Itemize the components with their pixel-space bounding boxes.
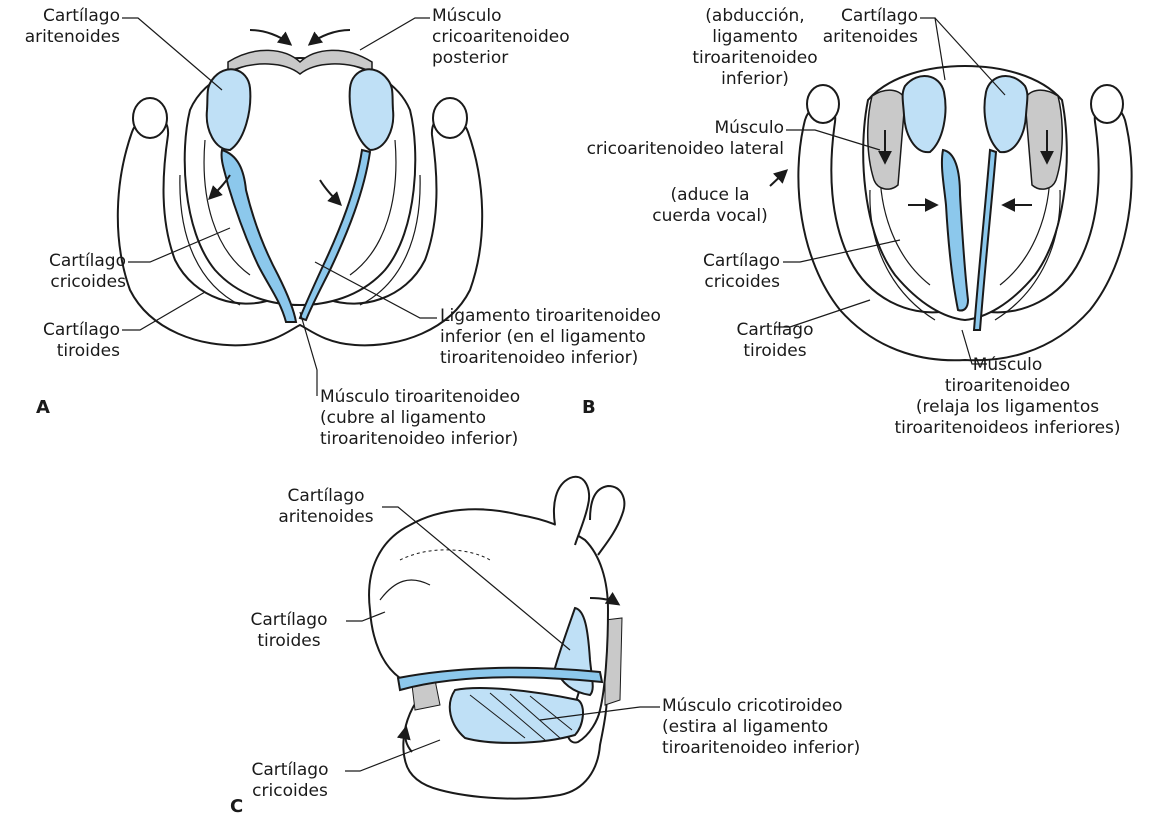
panel-b-letter: B [582, 397, 596, 418]
panel-c-drawing [369, 477, 624, 799]
panel-c-cricothyroid-label: Músculo cricotiroideo(estira al ligament… [662, 696, 860, 759]
panel-a-drawing [118, 30, 482, 345]
panel-b-right-lateral-muscle [1025, 90, 1062, 189]
panel-a-letter: A [36, 397, 50, 418]
panel-b-left-lateral-muscle [868, 90, 905, 189]
panel-b-drawing [770, 66, 1132, 360]
panel-c-letter: C [230, 796, 243, 817]
panel-a-muscle-label: Músculo tiroaritenoideo(cubre al ligamen… [320, 387, 520, 450]
